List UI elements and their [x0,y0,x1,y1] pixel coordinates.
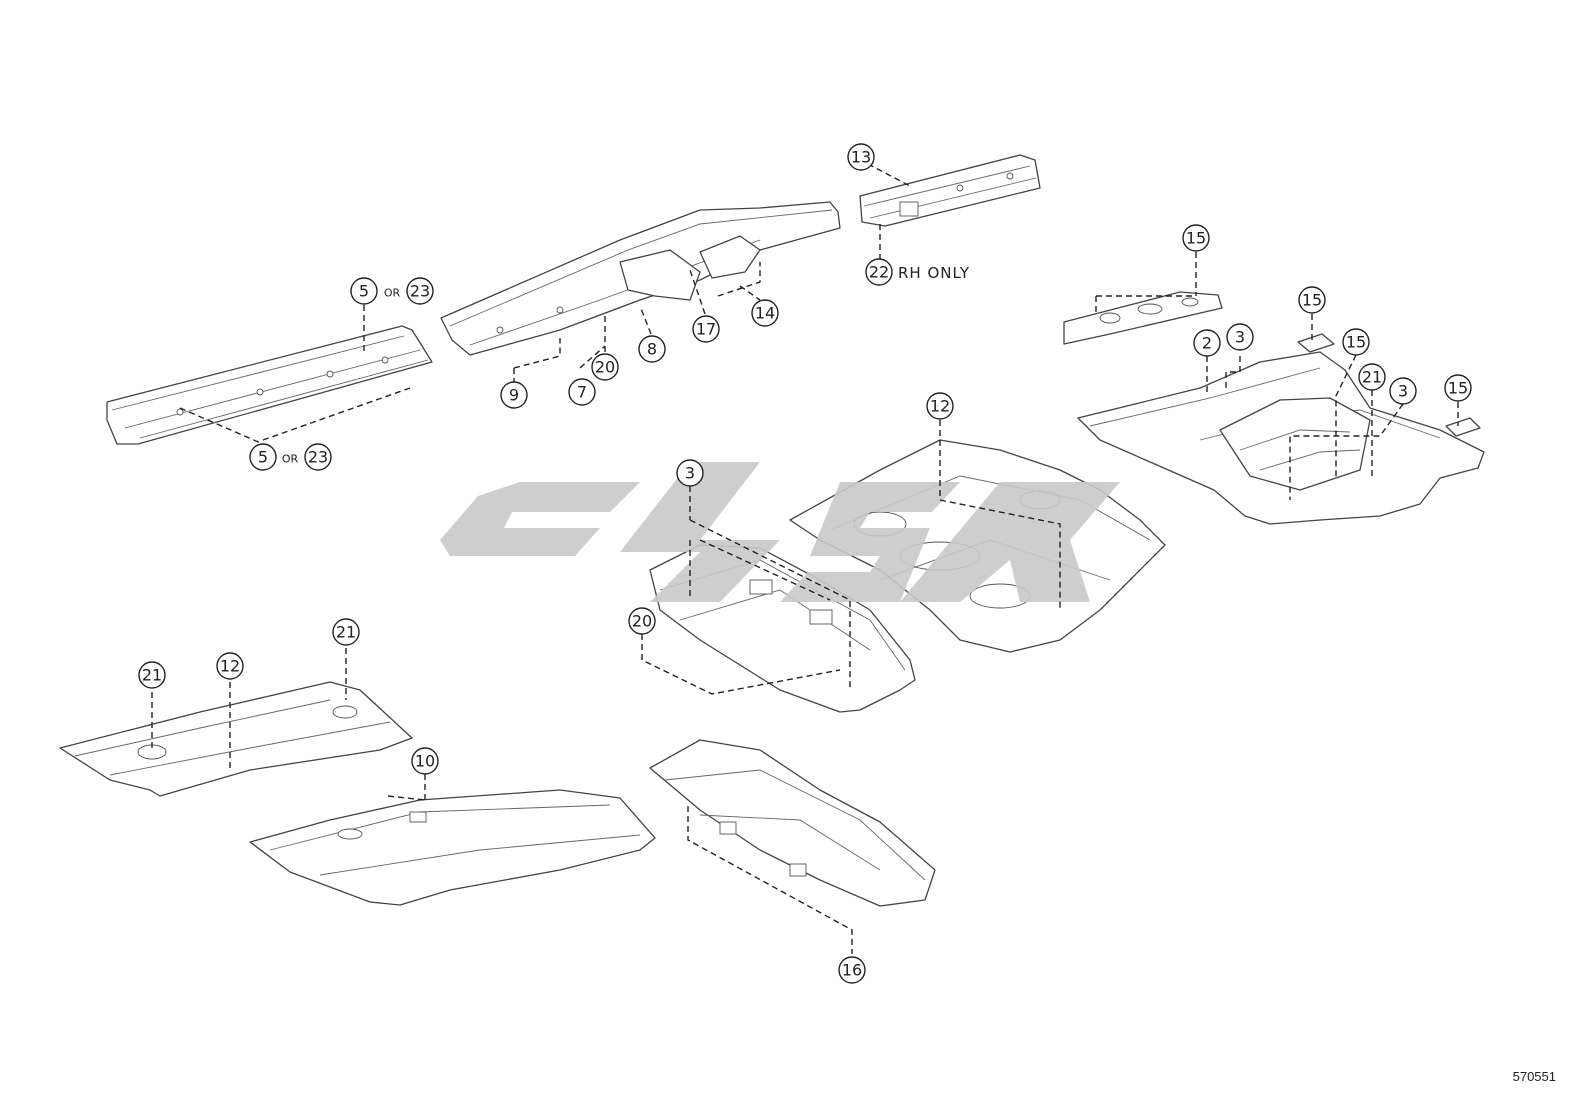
figure-id: 570551 [1513,1069,1556,1084]
callout-circle-5 [350,277,378,305]
callout-label-3: 3 [1235,328,1245,347]
callout-15-bracket-right: 15 [1444,374,1472,402]
callout-label-22: 22 [869,263,889,282]
callout-label-15: 15 [1186,229,1206,248]
front-floor-pan-left-part [59,681,413,797]
callout-3-center: 3 [676,459,704,487]
callout-15-rear-middle: 15 [1342,328,1370,356]
callout-label-21: 21 [336,623,356,642]
callout-or-label: OR [384,287,401,300]
bracket-part-upper [1297,333,1335,353]
callout-13: 13 [847,143,875,171]
callout-21-rear: 21 [1358,363,1386,391]
callout-label-9: 9 [509,386,519,405]
callout-label-15: 15 [1346,333,1366,352]
callout-8: 8 [638,335,666,363]
callout-3-rear-upper: 3 [1226,323,1254,351]
callout-15-brace: 15 [1182,224,1210,252]
callout-label-10: 10 [415,752,435,771]
callout-label-5: 5 [359,282,369,301]
callout-label-7: 7 [577,383,587,402]
callout-label-12: 12 [930,397,950,416]
front-floor-pan-right-part [249,789,656,906]
callout-label-23: 23 [410,282,430,301]
callout-circle-23 [304,443,332,471]
rear-floor-pan-part [1077,351,1485,525]
callout-label-8: 8 [647,340,657,359]
leader-lines [151,163,1459,954]
callout-20-center: 20 [628,607,656,635]
watermark-logo [440,462,1120,602]
callout-label-15: 15 [1302,291,1322,310]
callout-9: 9 [500,381,528,409]
callout-label-12: 12 [220,657,240,676]
callout-label-2: 2 [1202,334,1212,353]
callout-label-21: 21 [142,666,162,685]
callout-17: 17 [692,315,720,343]
callout-label-3: 3 [685,464,695,483]
callout-label-17: 17 [696,320,716,339]
side-member-part [106,325,433,445]
callout-label-3: 3 [1398,382,1408,401]
rear-crossmember-part [859,154,1041,227]
callout-20-upper: 20 [591,353,619,381]
callout-label-20: 20 [632,612,652,631]
callout-label-23: 23 [308,448,328,467]
callout-label-20: 20 [595,358,615,377]
callout-15-bracket-upper: 15 [1298,286,1326,314]
callout-label-15: 15 [1448,379,1468,398]
callout-12-front: 12 [216,652,244,680]
callout-5-or-23-top: 5 OR 23 [350,277,434,305]
callout-circle-5 [249,443,277,471]
callout-14: 14 [751,299,779,327]
rh-only-note: RH ONLY [898,264,970,282]
callout-10: 10 [411,747,439,775]
callout-12-center: 12 [926,392,954,420]
callout-label-14: 14 [755,304,775,323]
front-side-member-part [440,201,841,356]
callout-3-rear-right: 3 [1389,377,1417,405]
callout-5-or-23-bottom: 5 OR 23 [249,443,332,471]
callout-21-front-right: 21 [332,618,360,646]
callout-circle-23 [406,277,434,305]
callout-21-front-left: 21 [138,661,166,689]
callout-label-5: 5 [258,448,268,467]
brace-part [1063,291,1223,345]
callout-or-label: OR [282,453,299,466]
callout-label-21: 21 [1362,368,1382,387]
callout-7: 7 [568,378,596,406]
bracket-part-right [1445,417,1481,437]
callout-2: 2 [1193,329,1221,357]
callout-16: 16 [838,956,866,984]
dash-lower-panel-part [649,739,936,907]
callout-22-rh-only: 22 RH ONLY [865,258,970,286]
callout-label-13: 13 [851,148,871,167]
callout-label-16: 16 [842,961,862,980]
